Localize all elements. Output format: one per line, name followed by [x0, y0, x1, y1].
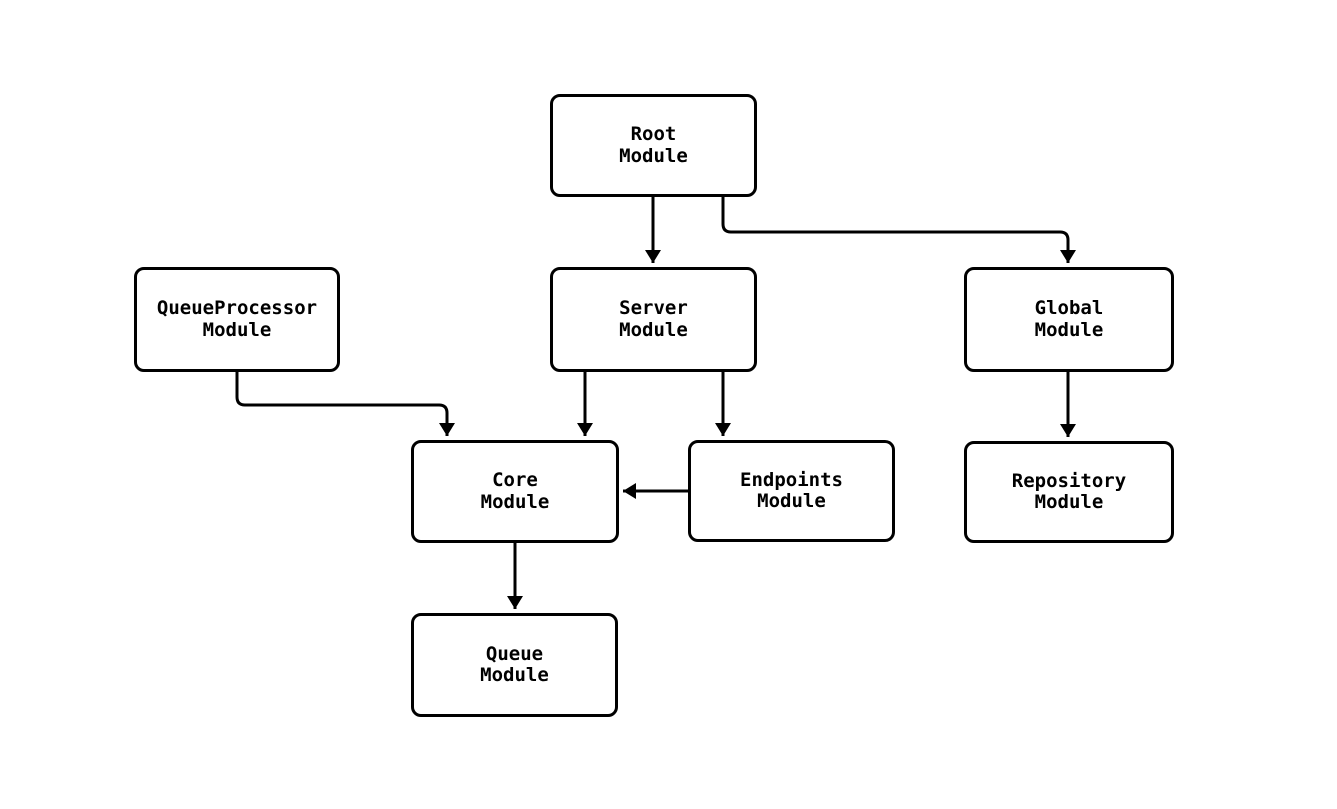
- node-label-line2: Module: [757, 490, 826, 512]
- node-label-line1: Queue: [485, 642, 544, 665]
- node-label-line2: Module: [619, 144, 688, 167]
- node-label-line1: Server: [619, 297, 688, 319]
- node-label-line1: Repository: [1011, 469, 1127, 492]
- edge-root-to-global: [721, 197, 1076, 263]
- node-label-line1: QueueProcessor: [156, 297, 318, 319]
- node-label-line2: Module: [480, 664, 549, 686]
- node-label-line2: Module: [1034, 491, 1104, 513]
- node-global-module: Global Module: [964, 267, 1174, 372]
- node-root-module: Root Module: [550, 94, 757, 197]
- node-label-line1: Root: [630, 123, 677, 145]
- node-label-line1: Endpoints: [740, 468, 843, 491]
- node-core-module: Core Module: [411, 440, 619, 543]
- node-label-line2: Module: [1034, 318, 1104, 341]
- node-repository-module: Repository Module: [964, 441, 1174, 543]
- node-label-line2: Module: [480, 490, 550, 513]
- edge-queueprocessor-to-core: [235, 372, 455, 436]
- node-queueprocessor-module: QueueProcessor Module: [134, 267, 340, 372]
- node-label-line1: Core: [492, 469, 538, 491]
- node-endpoints-module: Endpoints Module: [688, 440, 895, 542]
- node-label-line2: Module: [202, 318, 272, 341]
- node-server-module: Server Module: [550, 267, 757, 372]
- node-label-line2: Module: [619, 318, 688, 341]
- node-label-line1: Global: [1034, 297, 1104, 319]
- node-queue-module: Queue Module: [411, 613, 618, 717]
